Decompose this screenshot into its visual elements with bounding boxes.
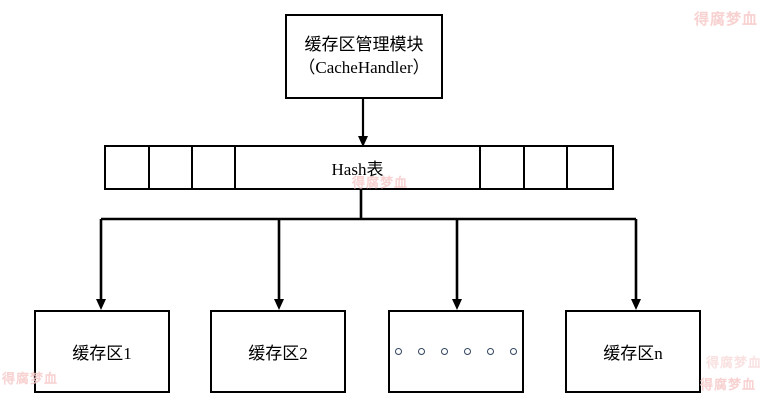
ellipsis-dot — [441, 348, 448, 355]
hash-cell-right-3 — [568, 147, 612, 188]
ellipsis-dot — [464, 348, 471, 355]
node-cache-area-2: 缓存区2 — [210, 310, 346, 393]
node-cache-area-1: 缓存区1 — [34, 310, 170, 393]
hash-cell-left-1 — [106, 147, 150, 188]
hash-cell-right-2 — [525, 147, 569, 188]
hash-table: Hash表 — [104, 145, 614, 190]
node-cache-handler-line1: 缓存区管理模块 — [304, 34, 424, 54]
ellipsis-dot — [418, 348, 425, 355]
hash-cell-left-2 — [150, 147, 194, 188]
node-cache-area-n: 缓存区n — [565, 310, 701, 393]
ellipsis-dot — [487, 348, 494, 355]
ellipsis-dot — [395, 348, 402, 355]
node-cache-handler-line2: （CacheHandler） — [298, 57, 430, 77]
node-cache-area-2-label: 缓存区2 — [248, 344, 308, 363]
hash-cell-right-1 — [481, 147, 525, 188]
ellipsis-dot — [510, 348, 517, 355]
node-cache-area-1-label: 缓存区1 — [72, 344, 132, 363]
hash-table-label: Hash表 — [236, 147, 482, 188]
node-cache-area-ellipsis — [388, 310, 524, 393]
node-cache-area-n-label: 缓存区n — [603, 344, 663, 363]
node-cache-handler: 缓存区管理模块 （CacheHandler） — [285, 14, 443, 99]
ellipsis-dots — [395, 348, 517, 355]
hash-cell-left-3 — [193, 147, 237, 188]
